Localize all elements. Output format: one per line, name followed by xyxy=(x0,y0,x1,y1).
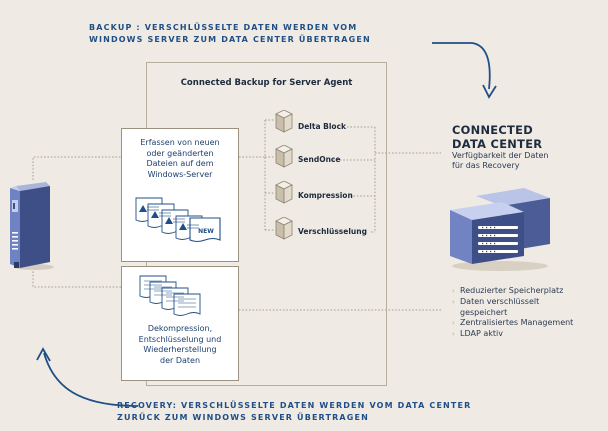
benefit-text-continued: gespeichert xyxy=(460,307,508,317)
step-sendonce: SendOnce xyxy=(298,155,341,164)
data-center-server-icon xyxy=(446,186,554,276)
cube-icon xyxy=(274,180,294,209)
list-item: › LDAP aktiv xyxy=(452,329,573,340)
list-item: › Zentralisiertes Management xyxy=(452,318,573,329)
benefit-text: LDAP aktiv xyxy=(460,329,503,339)
restore-text: Dekompression, Entschlüsselung und Wiede… xyxy=(121,324,239,366)
document-stack-icon xyxy=(134,196,226,252)
backup-heading-line1: BACKUP : VERSCHLÜSSELTE DATEN WERDEN VOM xyxy=(89,23,358,32)
bullet-icon: › xyxy=(452,330,455,339)
bullet-icon: › xyxy=(452,297,455,306)
backup-heading: BACKUP : VERSCHLÜSSELTE DATEN WERDEN VOM… xyxy=(89,22,371,46)
recovery-heading: RECOVERY: VERSCHLÜSSELTE DATEN WERDEN VO… xyxy=(117,400,471,424)
list-item: › Daten verschlüsselt gespeichert xyxy=(452,297,573,319)
bullet-icon: › xyxy=(452,287,455,295)
list-item: › Reduzierter Speicherplatz xyxy=(452,286,573,297)
restore-documents-icon xyxy=(138,274,204,322)
data-center-title-line2: DATA CENTER xyxy=(452,136,543,151)
capture-line-3: Dateien auf dem xyxy=(146,159,214,169)
bullet-icon: › xyxy=(452,319,455,328)
capture-line-1: Erfassen von neuen xyxy=(140,138,220,147)
benefits-list: › Reduzierter Speicherplatz › Daten vers… xyxy=(452,286,573,340)
cube-icon xyxy=(274,216,294,245)
capture-line-4: Windows-Server xyxy=(147,169,213,179)
data-center-subtitle: Verfügbarkeit der Daten für das Recovery xyxy=(452,151,549,172)
cube-icon xyxy=(274,109,294,138)
data-center-title: CONNECTED DATA CENTER xyxy=(452,123,543,151)
data-center-subtitle-line1: Verfügbarkeit der Daten xyxy=(452,151,549,160)
new-badge: NEW xyxy=(198,228,214,235)
restore-line-3: Wiederherstellung xyxy=(143,345,217,355)
backup-heading-line2: WINDOWS SERVER ZUM DATA CENTER ÜBERTRAGE… xyxy=(89,35,371,44)
cube-icon xyxy=(274,144,294,173)
step-verschluesselung: Verschlüsselung xyxy=(298,227,367,236)
step-delta-block: Delta Block xyxy=(298,122,347,131)
step-kompression: Kompression xyxy=(298,191,353,200)
benefit-text: Zentralisiertes Management xyxy=(460,318,574,328)
benefit-text: Reduzierter Speicherplatz xyxy=(460,286,564,295)
recovery-heading-line2: ZURÜCK ZUM WINDOWS SERVER ÜBERTRAGEN xyxy=(117,413,369,422)
agent-title: Connected Backup for Server Agent xyxy=(180,78,353,88)
restore-line-4: der Daten xyxy=(159,355,201,365)
data-center-subtitle-line2: für das Recovery xyxy=(452,161,520,171)
restore-line-1: Dekompression, xyxy=(147,324,213,333)
capture-text: Erfassen von neuen oder geänderten Datei… xyxy=(121,138,239,180)
data-center-title-line1: CONNECTED xyxy=(452,123,533,137)
benefit-text: Daten verschlüsselt xyxy=(460,296,540,306)
recovery-heading-line1: RECOVERY: VERSCHLÜSSELTE DATEN WERDEN VO… xyxy=(117,401,472,410)
capture-line-2: oder geänderten xyxy=(146,148,214,158)
restore-line-2: Entschlüsselung und xyxy=(138,334,222,344)
windows-server-icon xyxy=(10,180,56,276)
